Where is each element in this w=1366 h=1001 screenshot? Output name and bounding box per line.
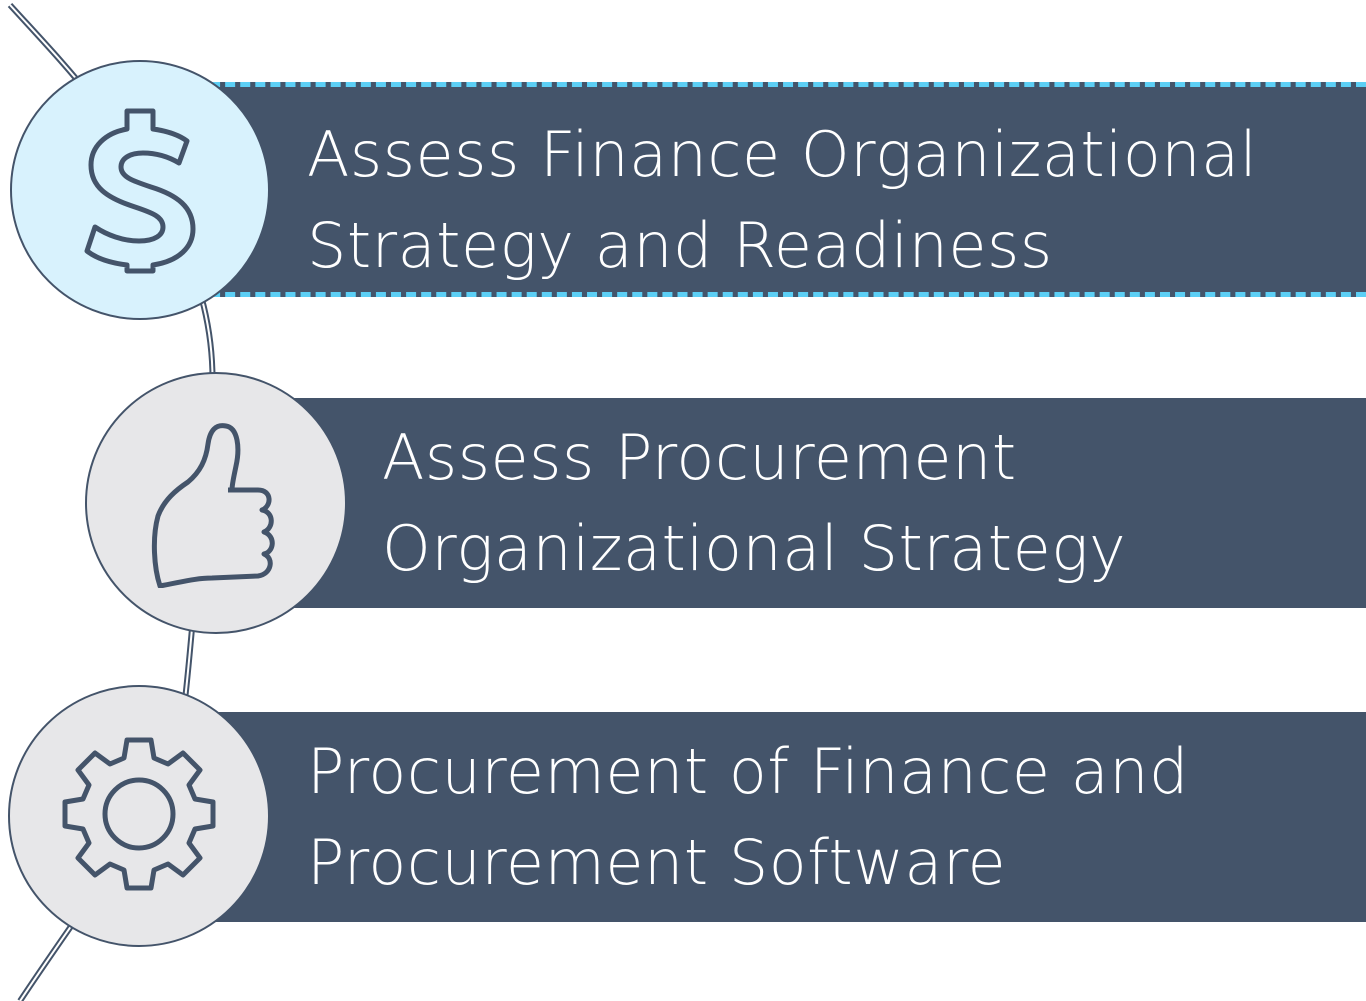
thumbs-up-icon <box>151 423 275 588</box>
step-1-label: Assess Finance Organizational Strategy a… <box>307 118 1258 282</box>
step-3-icon-circle[interactable] <box>8 685 270 947</box>
step-3-banner[interactable]: Procurement of Finance and Procurement S… <box>195 712 1366 922</box>
step-2-icon-circle[interactable] <box>85 372 347 634</box>
gear-icon <box>62 737 216 891</box>
step-2-label: Assess Procurement Organizational Strate… <box>382 421 1127 585</box>
step-3-label: Procurement of Finance and Procurement S… <box>307 735 1189 899</box>
step-2-banner[interactable]: Assess Procurement Organizational Strate… <box>270 398 1366 608</box>
dollar-sign-icon <box>84 108 196 274</box>
step-1-banner[interactable]: Assess Finance Organizational Strategy a… <box>195 82 1366 297</box>
step-1-icon-circle[interactable] <box>10 60 270 320</box>
